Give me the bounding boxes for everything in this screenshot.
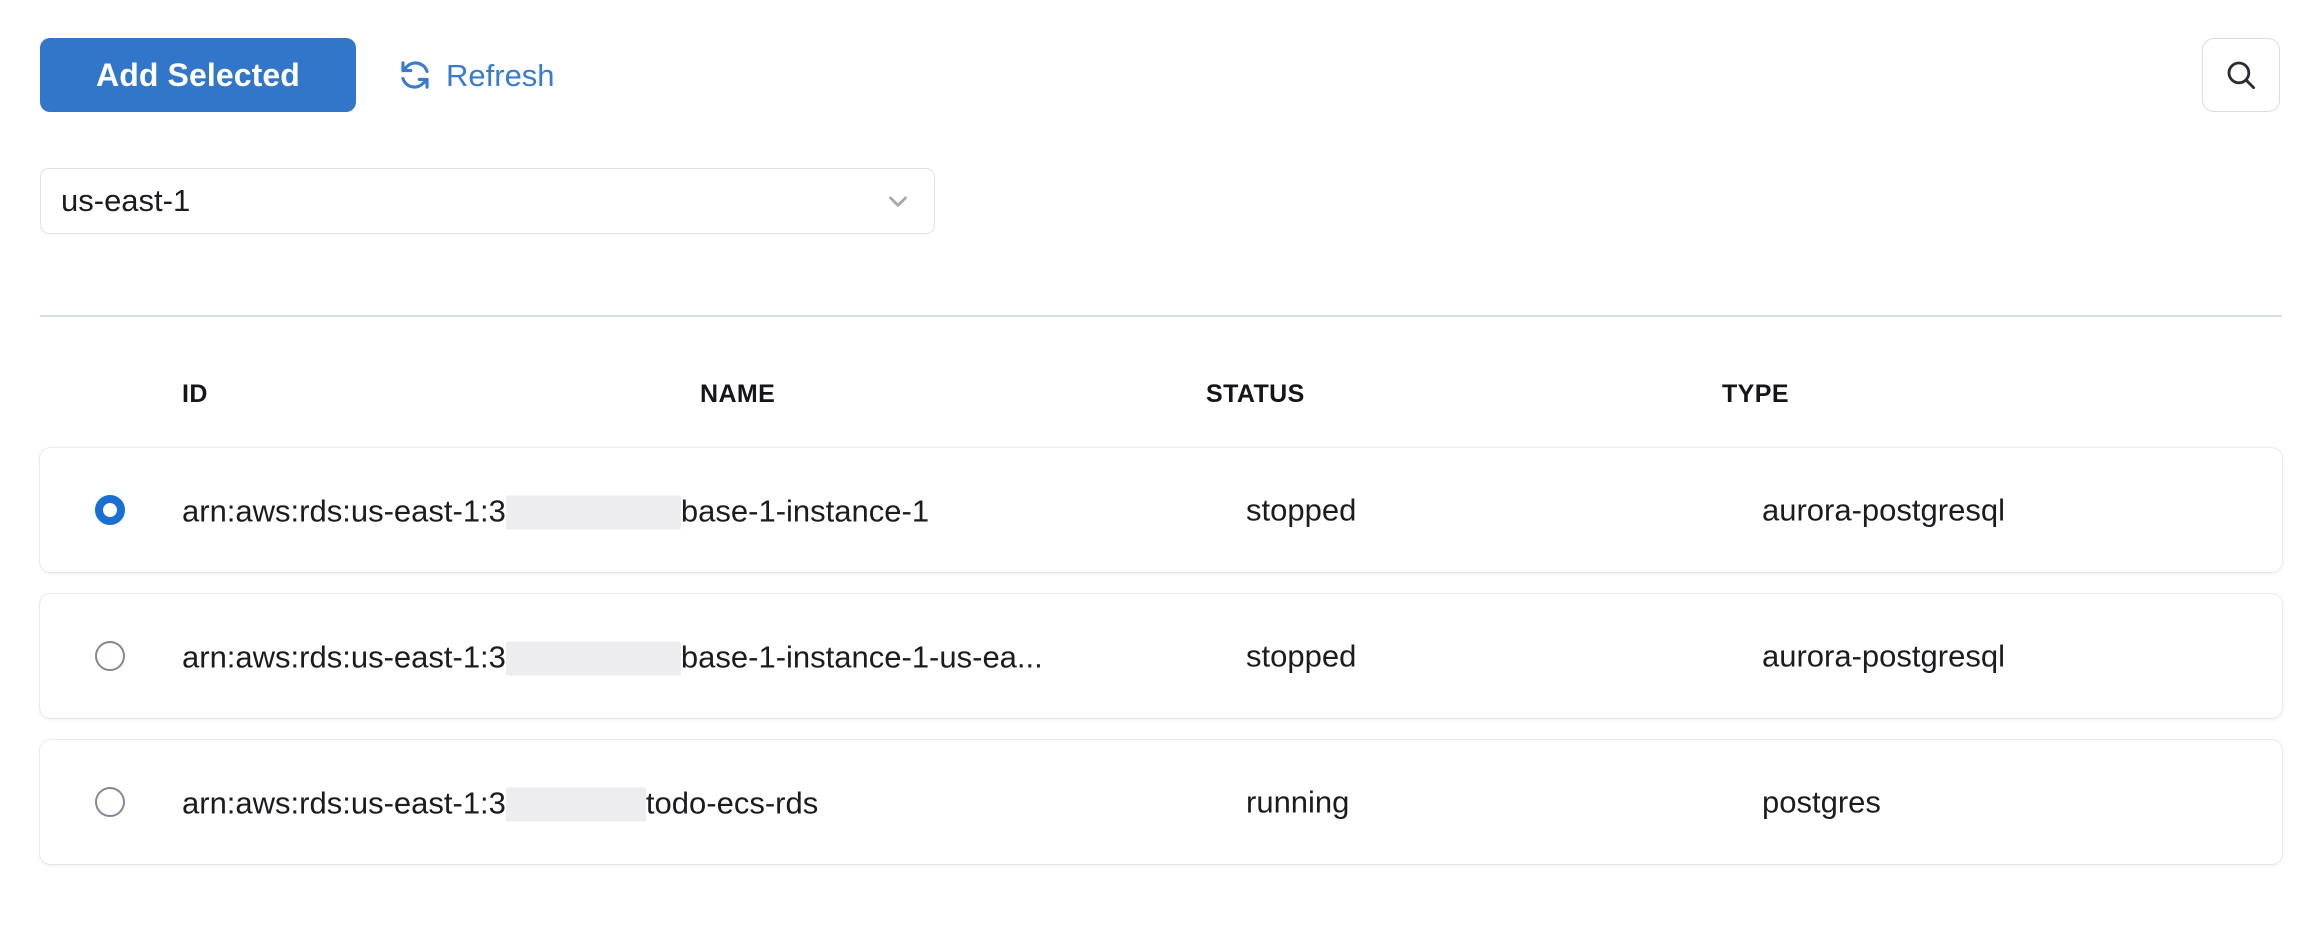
cell-status: stopped [1246,638,1357,674]
cell-id-suffix: base-1-instance-1-us-ea... [680,639,1043,675]
cell-type: postgres [1762,784,1881,820]
section-divider [40,315,2282,317]
table-row[interactable]: arn:aws:rds:us-east-1:3 base-1-instance-1… [40,448,2282,572]
toolbar: Add Selected Refresh [0,0,2298,150]
cell-id-suffix: base-1-instance-1 [680,493,930,529]
cell-id: arn:aws:rds:us-east-1:3 base-1-instance-1 [182,493,930,530]
cell-id-prefix: arn:aws:rds:us-east-1:3 [182,493,506,529]
table-header-row: ID NAME STATUS TYPE [0,382,2298,448]
cell-type: aurora-postgresql [1762,492,2005,528]
add-selected-button[interactable]: Add Selected [40,38,356,112]
column-header-status: STATUS [1206,380,1305,408]
column-header-id: ID [182,380,208,408]
cell-type: aurora-postgresql [1762,638,2005,674]
cell-id: arn:aws:rds:us-east-1:3 todo-ecs-rds [182,785,819,822]
region-select-value: us-east-1 [61,183,191,218]
table-body: arn:aws:rds:us-east-1:3 base-1-instance-1… [0,448,2298,864]
cell-id-prefix: arn:aws:rds:us-east-1:3 [182,785,506,821]
row-radio-button[interactable] [95,641,125,671]
instances-table: ID NAME STATUS TYPE arn:aws:rds:us-east-… [0,382,2298,886]
refresh-icon [398,58,432,92]
region-select-wrap: us-east-1 [40,168,935,234]
region-select[interactable] [40,168,935,234]
refresh-button[interactable]: Refresh [398,48,555,102]
redacted-account-id [505,787,646,822]
search-icon [2223,57,2259,93]
cell-id-prefix: arn:aws:rds:us-east-1:3 [182,639,506,675]
column-header-name: NAME [700,380,776,408]
row-radio-button[interactable] [95,495,125,525]
cell-id: arn:aws:rds:us-east-1:3 base-1-instance-1… [182,639,1043,676]
cell-id-suffix: todo-ecs-rds [645,785,819,821]
row-radio-button[interactable] [95,787,125,817]
cell-status: stopped [1246,492,1357,528]
redacted-account-id [505,641,681,676]
column-header-type: TYPE [1722,380,1789,408]
search-button[interactable] [2202,38,2280,112]
table-row[interactable]: arn:aws:rds:us-east-1:3 todo-ecs-rds runni… [40,740,2282,864]
refresh-label: Refresh [446,57,555,93]
cell-status: running [1246,784,1350,820]
table-row[interactable]: arn:aws:rds:us-east-1:3 base-1-instance-1… [40,594,2282,718]
redacted-account-id [505,495,681,530]
